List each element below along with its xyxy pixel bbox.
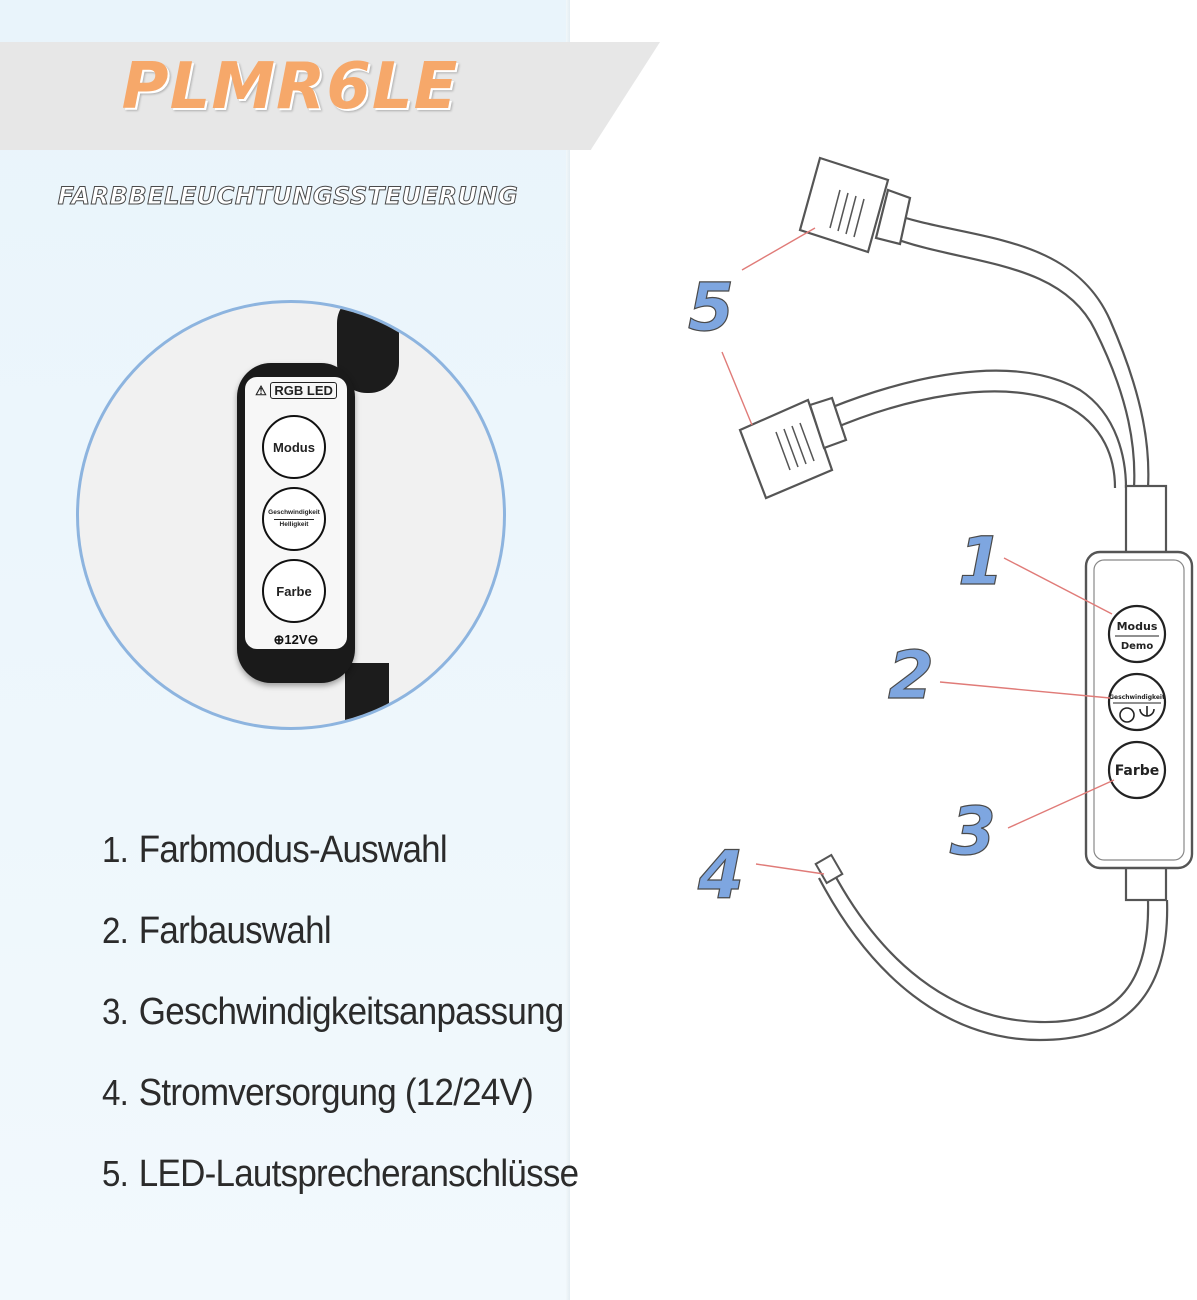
connector-lower: [738, 396, 848, 500]
list-item-label: Farbauswahl: [138, 910, 332, 952]
connector-lower-neck: [808, 396, 848, 450]
brand-title: PLMR6LE: [121, 50, 459, 124]
wiring-diagram: Modus Demo Geschwindigkeit Farbe 1 2 3 4…: [687, 156, 1194, 1042]
leader-2: [939, 681, 1111, 699]
leader-5-lower: [721, 351, 753, 426]
list-item-label: Stromversorgung (12/24V): [138, 1072, 534, 1114]
brightness-low-icon: [1119, 707, 1135, 723]
rgb-led-label: RGB LED: [270, 382, 337, 399]
connector-upper-body: [798, 156, 890, 254]
photo-speed-label: Geschwindigkeit: [268, 509, 320, 517]
callout-2: 2: [888, 637, 934, 714]
leader-3: [1007, 779, 1115, 829]
photo-color-label: Farbe: [276, 583, 312, 599]
photo-controller-face: ⚠ RGB LED Modus Geschwindigkeit Helligke…: [245, 377, 347, 649]
list-item-number: 5.: [102, 1153, 129, 1194]
list-item-number: 2.: [102, 910, 129, 951]
photo-controller: ⚠ RGB LED Modus Geschwindigkeit Helligke…: [237, 363, 355, 683]
list-item-label: Geschwindigkeitsanpassung: [138, 991, 564, 1033]
callout-4: 4: [697, 837, 744, 914]
diagram-speed-button: [1107, 672, 1167, 732]
callout-1: 1: [958, 523, 1004, 600]
connector-upper: [798, 156, 912, 254]
diagram-mode-label: Modus: [1117, 620, 1158, 633]
photo-brightness-label: Helligkeit: [279, 520, 309, 528]
leader-1: [1003, 557, 1113, 615]
list-item: 2.Farbauswahl: [102, 899, 578, 980]
connector-upper-neck: [874, 188, 912, 246]
list-item-number: 1.: [102, 829, 129, 870]
diagram-demo-label: Demo: [1121, 641, 1154, 652]
list-item-number: 4.: [102, 1072, 129, 1113]
photo-mode-label: Modus: [273, 439, 315, 455]
photo-cable-bottom: [345, 663, 389, 727]
cable-connector-upper: [887, 210, 1150, 489]
controller-face: [1093, 559, 1185, 861]
cable-power-outer: [818, 877, 1169, 1042]
list-item-label: LED-Lautsprecheranschlüsse: [138, 1153, 579, 1195]
list-item-number: 3.: [102, 991, 129, 1032]
diagram-color-button: [1107, 740, 1167, 800]
connector-lower-body: [738, 398, 834, 500]
list-item: 5.LED-Lautsprecheranschlüsse: [102, 1142, 579, 1223]
controller-top-neck: [1124, 484, 1168, 558]
photo-speed-divider: [274, 518, 314, 520]
leader-5-upper: [741, 227, 816, 271]
cable-connector-lower: [829, 369, 1128, 489]
connector-upper-ribs: [829, 189, 865, 238]
photo-color-button: Farbe: [262, 559, 326, 623]
cable-connector-lower-inner: [829, 390, 1117, 489]
diagram-color-label: Farbe: [1115, 763, 1160, 779]
callout-5: 5: [688, 269, 734, 346]
diagram-speed-label: Geschwindigkeit: [1109, 694, 1165, 701]
product-photo: ⚠ RGB LED Modus Geschwindigkeit Helligke…: [76, 300, 506, 730]
photo-mode-button: Modus: [262, 415, 326, 479]
warning-triangle-icon: ⚠: [255, 383, 267, 398]
subtitle: FARBBELEUCHTUNGSSTEUERUNG: [57, 182, 519, 211]
list-item: 3.Geschwindigkeitsanpassung: [102, 980, 578, 1061]
title-banner: [0, 42, 660, 150]
photo-speed-button: Geschwindigkeit Helligkeit: [262, 487, 326, 551]
leader-lines: [721, 227, 1115, 875]
cable-connector-upper-inner: [887, 234, 1136, 489]
feature-list: 1.Farbmodus-Auswahl 2.Farbauswahl 3.Gesc…: [102, 818, 620, 1223]
callout-3: 3: [950, 793, 996, 870]
connector-lower-ribs: [775, 422, 815, 471]
diagram-mode-button: [1107, 604, 1167, 664]
list-item: 4.Stromversorgung (12/24V): [102, 1061, 578, 1142]
leader-4: [755, 863, 825, 875]
list-item: 1.Farbmodus-Auswahl: [102, 818, 578, 899]
list-item-label: Farbmodus-Auswahl: [138, 829, 448, 871]
diagram-controller: Modus Demo Geschwindigkeit Farbe: [1084, 484, 1194, 902]
cable-lines: [818, 210, 1169, 1042]
voltage-label: ⊕12V⊖: [273, 632, 319, 647]
cable-power: [831, 869, 1150, 1024]
rgb-led-badge: ⚠ RGB LED: [245, 382, 347, 399]
